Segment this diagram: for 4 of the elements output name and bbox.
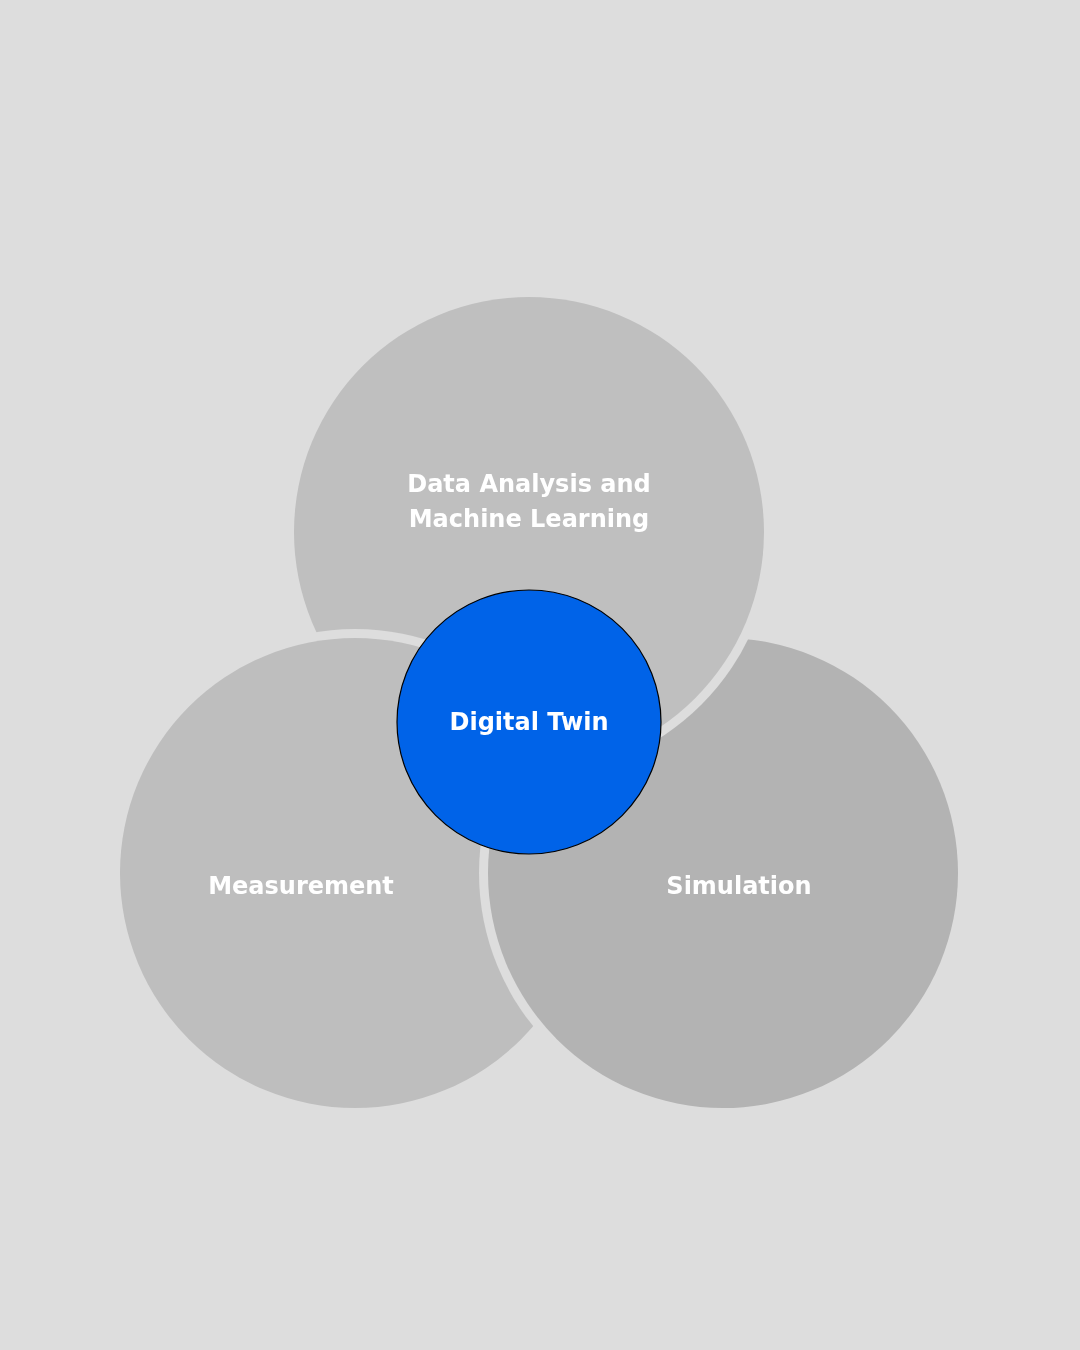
circle-label: Measurement <box>207 870 395 902</box>
circle-label: Simulation <box>665 870 813 902</box>
circle-label: Data Analysis and Machine Learning <box>406 469 652 535</box>
circle-label: Digital Twin <box>448 706 610 738</box>
